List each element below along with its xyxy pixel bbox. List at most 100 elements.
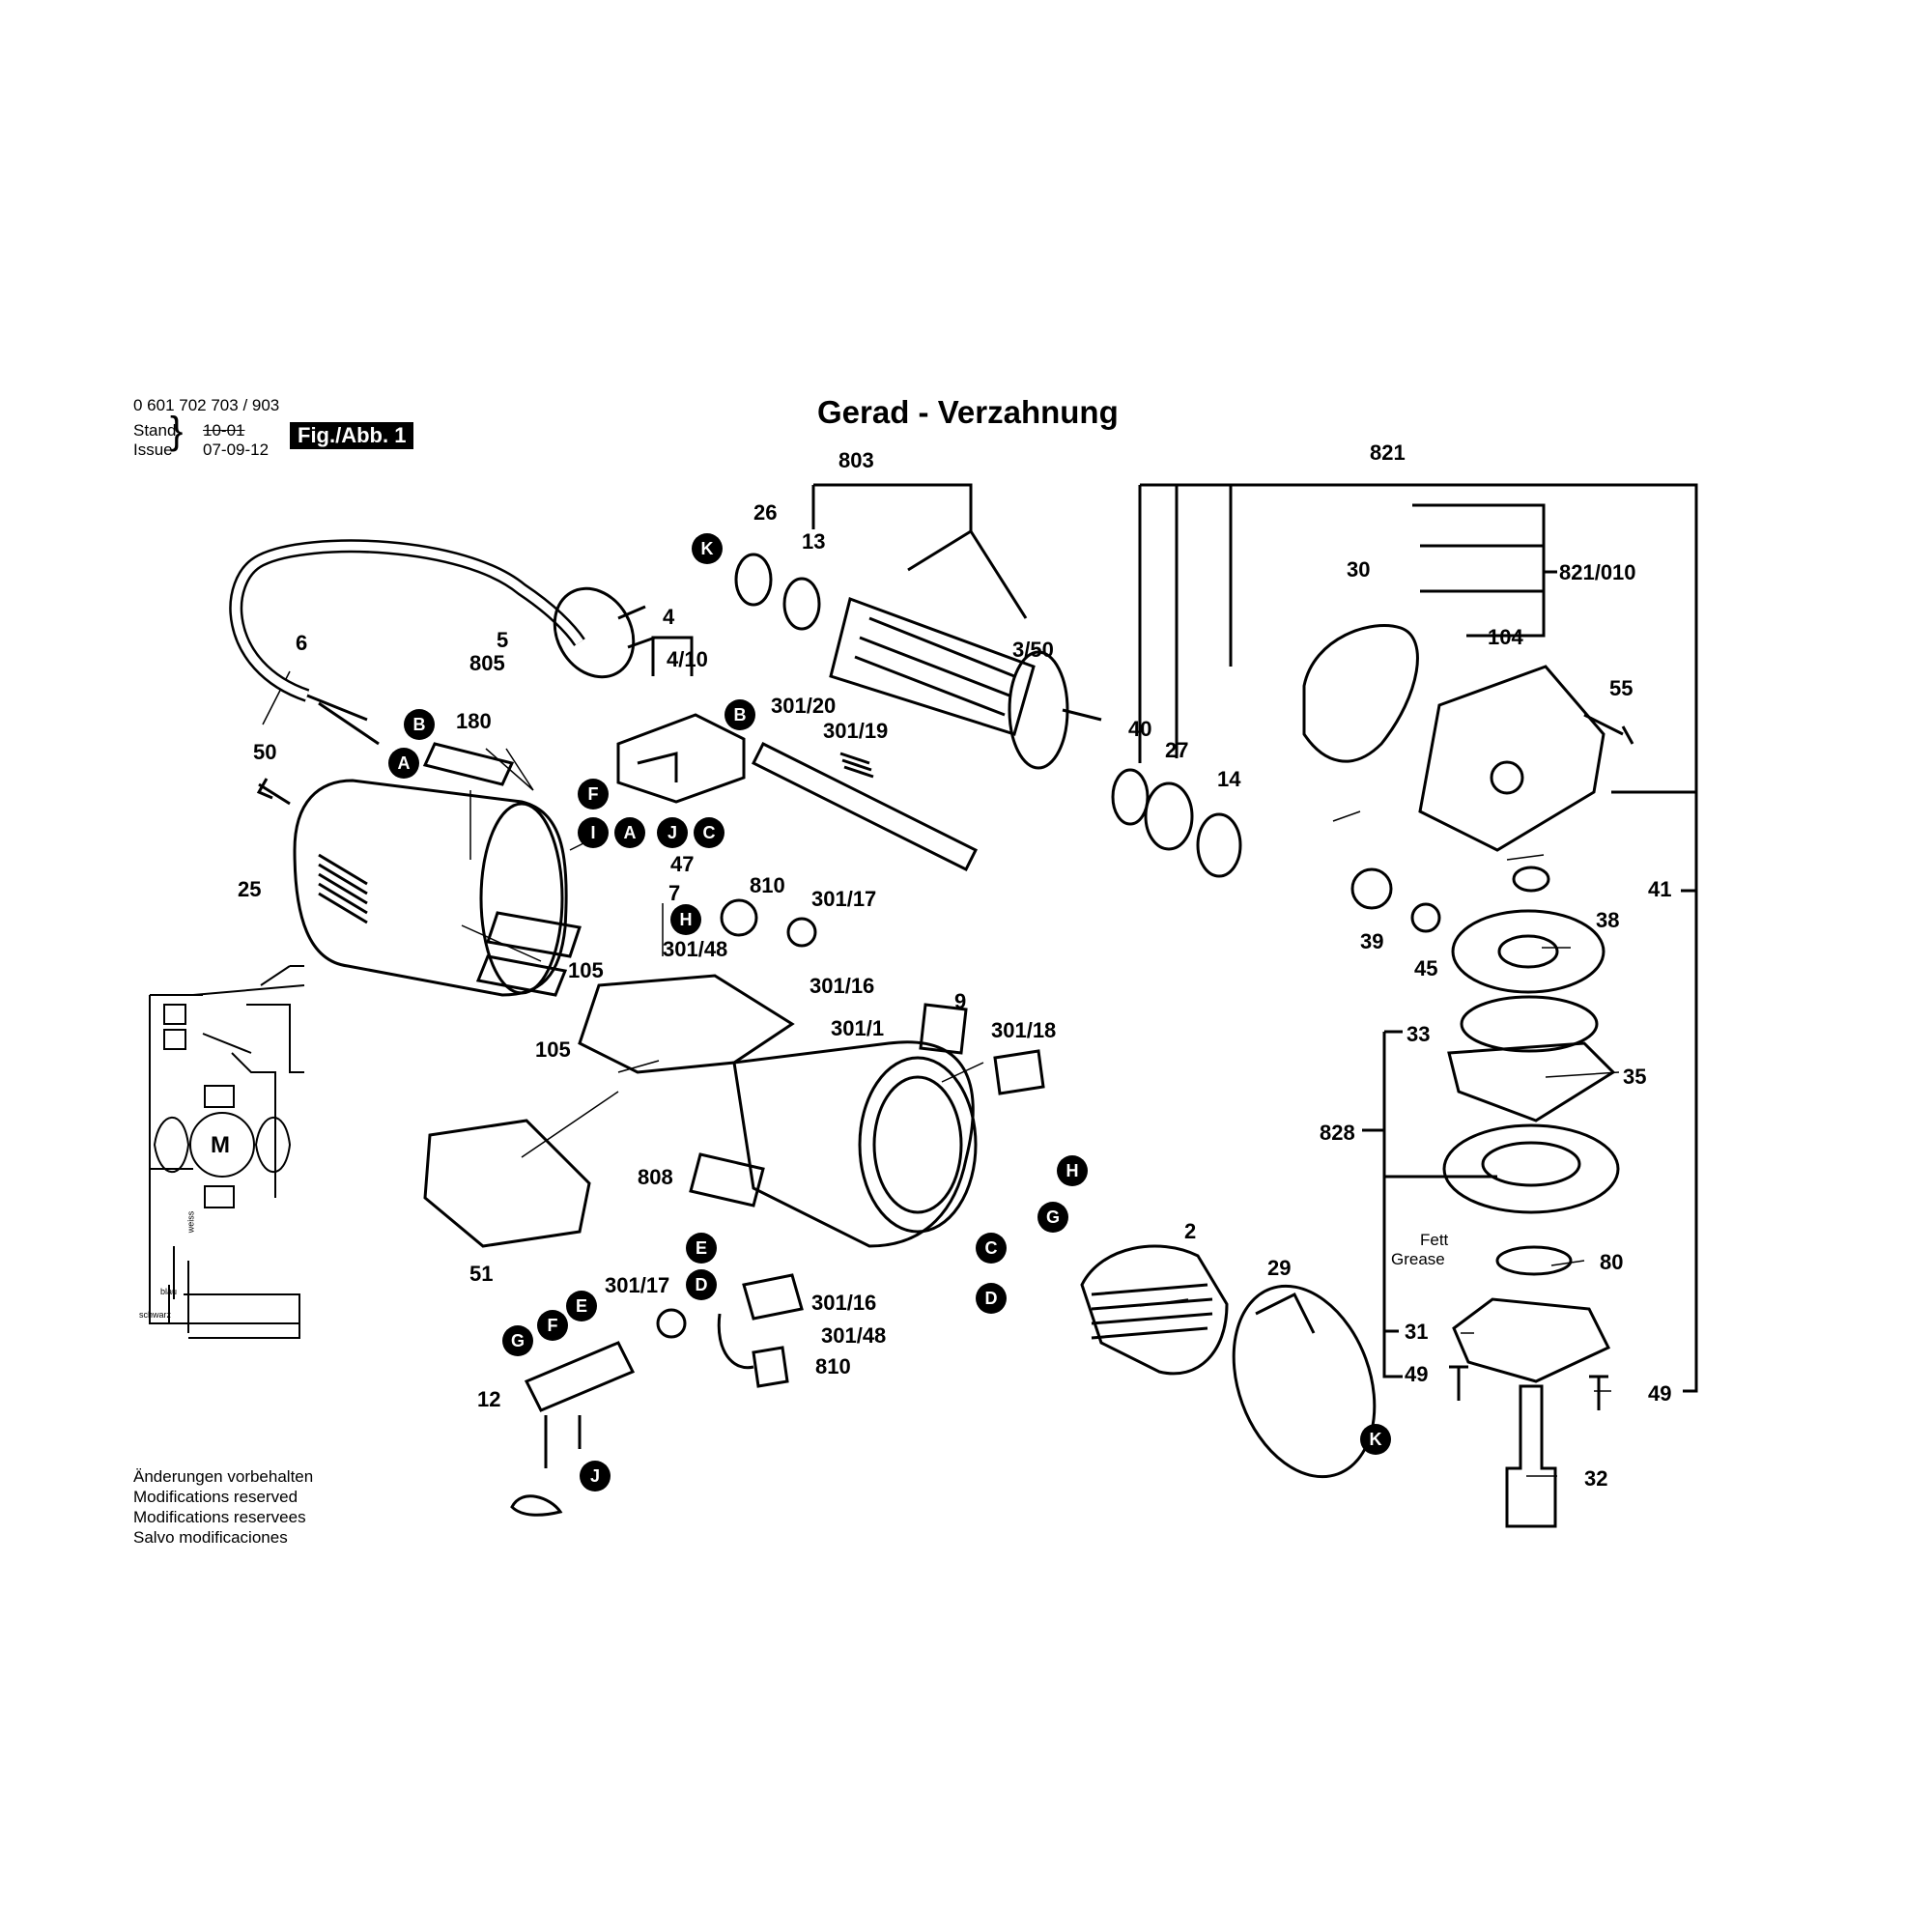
figure-label: Fig./Abb. 1 [290,422,414,449]
fan-29 [1232,1284,1377,1479]
spindle-32 [1505,1384,1557,1528]
part-label: 301/17 [605,1273,670,1297]
leader-lines [262,670,1620,1477]
part-label: 808 [638,1165,673,1189]
pinion-39 [1350,867,1393,910]
plug [553,586,636,679]
connector-d: D [976,1283,1007,1314]
issue-label: Issue [133,440,173,459]
connector-k: K [692,533,723,564]
screw-49a [1449,1365,1468,1401]
power-cord [229,539,585,702]
bracket-821 [1138,483,1698,1393]
issue-date: 07-09-12 [203,440,270,459]
part-label: 47 [670,852,695,876]
part-label: 301/18 [991,1018,1057,1042]
part-label: 104 [1488,625,1523,649]
connector-b: B [724,699,755,730]
stand-date: 10-01 [203,421,245,440]
part-label: 803 [838,448,874,472]
switch-rod [751,741,979,872]
connector-i: I [578,817,609,848]
switch-carrier [578,974,795,1074]
suppressor-51 [423,1119,591,1248]
connector-c: C [976,1233,1007,1264]
guard-30 [1302,624,1419,763]
part-label: 40 [1128,717,1152,741]
connector-c: C [694,817,724,848]
footer-line: Salvo modificaciones [133,1528,288,1547]
part-label: 4/10 [667,647,708,671]
part-label: 810 [750,873,785,897]
stand-label: Stand [133,421,177,440]
brush-holder [616,713,746,804]
connector-g: G [502,1325,533,1356]
plate-31 [1452,1297,1611,1383]
connector-j: J [657,817,688,848]
part-label: 301/16 [811,1291,877,1315]
bracket-821-010 [1412,503,1557,638]
connector-e: E [566,1291,597,1321]
motor-symbol: M [211,1132,230,1158]
ring-27 [1144,781,1194,851]
switch-301-16b [742,1273,804,1321]
connector-d: D [686,1269,717,1300]
part-label: 32 [1584,1466,1608,1491]
part-label: 9 [954,989,967,1013]
part-label: 25 [238,877,262,901]
part-number: 0 601 702 703 / 903 [133,396,280,414]
brace-icon: } [170,410,184,452]
ring-80 [1495,1245,1573,1276]
part-label: 49 [1648,1381,1672,1406]
part-label: 828 [1320,1121,1355,1145]
clip-301-17a [786,917,817,948]
bevel-gear-38 [1451,909,1605,994]
label-9 [919,1003,968,1055]
connector-a: A [388,748,419,779]
part-label: 180 [456,709,492,733]
bearing-26 [734,553,773,607]
part-label: 301/19 [823,719,889,743]
ring-40 [1111,768,1150,826]
part-label: 805 [469,651,505,675]
part-label: 4 [663,605,675,629]
bearing-13 [782,577,821,631]
bracket-828 [1362,1030,1497,1378]
part-label: 810 [815,1354,851,1378]
connector-f: F [578,779,609,810]
connector-a: A [614,817,645,848]
wire-label-schwarz: schwarz [139,1310,172,1320]
wire-label-weiss: weiss [185,1210,196,1234]
nut-45 [1410,902,1441,933]
part-label: 3/50 [1012,638,1054,662]
spring-301-19 [839,752,874,779]
part-label: 105 [568,958,604,982]
terminal [510,1494,563,1517]
part-label: 5 [497,628,509,652]
part-label: 35 [1623,1065,1647,1089]
label-808 [689,1152,765,1208]
part-label: 41 [1648,877,1672,901]
part-label: 14 [1217,767,1241,791]
armature [829,597,1036,736]
part-label: 821 [1370,440,1406,465]
screw-50 [256,778,291,806]
connector-h: H [1057,1155,1088,1186]
part-label: 105 [535,1037,571,1062]
part-label: 27 [1165,738,1189,762]
part-label: 6 [296,631,308,655]
part-label: 301/1 [831,1016,885,1040]
label-105 [475,911,582,997]
part-label: 2 [1184,1219,1197,1243]
footer-line: Modifications reservees [133,1508,306,1526]
part-label: 301/16 [810,974,875,998]
label-180 [422,742,515,786]
footer-notes: Änderungen vorbehalten Modifications res… [133,1466,313,1548]
wiring-schematic [149,965,305,1339]
connector-k: K [1360,1424,1391,1455]
part-label: 51 [469,1262,494,1286]
connector-f: F [537,1310,568,1341]
part-label: 26 [753,500,778,525]
